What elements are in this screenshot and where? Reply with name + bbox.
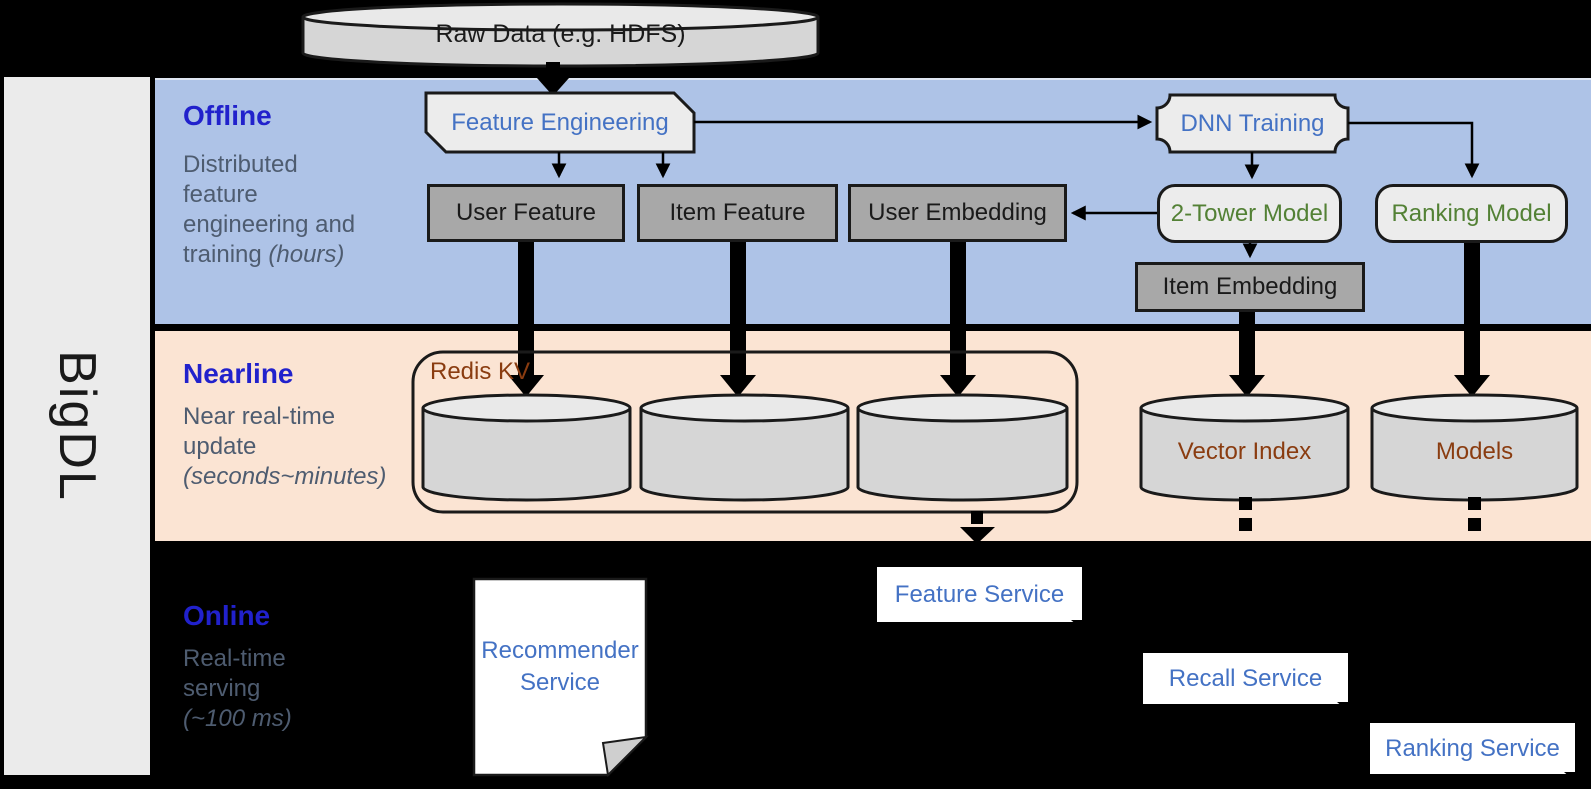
item-embedding-node: Item Embedding	[1135, 262, 1365, 312]
models-label: Models	[1435, 438, 1514, 465]
feature-service-node: Feature Service	[877, 567, 1084, 631]
ranking-service-node: Ranking Service	[1370, 723, 1577, 783]
recall-service-node: Recall Service	[1143, 653, 1350, 713]
online-description: Real-time serving (~100 ms)	[183, 645, 292, 732]
raw-data-label: Raw Data (e.g. HDFS)	[435, 19, 686, 48]
vector-index-label: Vector Index	[1177, 438, 1312, 465]
user-embedding-node: User Embedding	[848, 184, 1067, 242]
feature-engineering-node: Feature Engineering	[451, 108, 669, 136]
item-feature-node: Item Feature	[637, 184, 838, 242]
redis-kv-label: Redis KV	[430, 358, 531, 385]
bigdl-logo-text: BigDL	[48, 350, 106, 502]
offline-description: Distributed feature engineering and trai…	[183, 151, 356, 268]
recommender-service-label: Recommender Service	[481, 637, 639, 696]
offline-title: Offline	[183, 100, 272, 131]
dnn-training-node: DNN Training	[1180, 109, 1325, 137]
user-feature-node: User Feature	[427, 184, 625, 242]
nearline-description: Near real-time update (seconds~minutes)	[183, 403, 387, 490]
online-title: Online	[183, 600, 271, 631]
nearline-title: Nearline	[183, 358, 294, 389]
bigdl-side-bar: BigDL	[4, 77, 150, 775]
two-tower-model-node: 2-Tower Model	[1157, 184, 1342, 243]
ranking-model-node: Ranking Model	[1375, 184, 1568, 243]
